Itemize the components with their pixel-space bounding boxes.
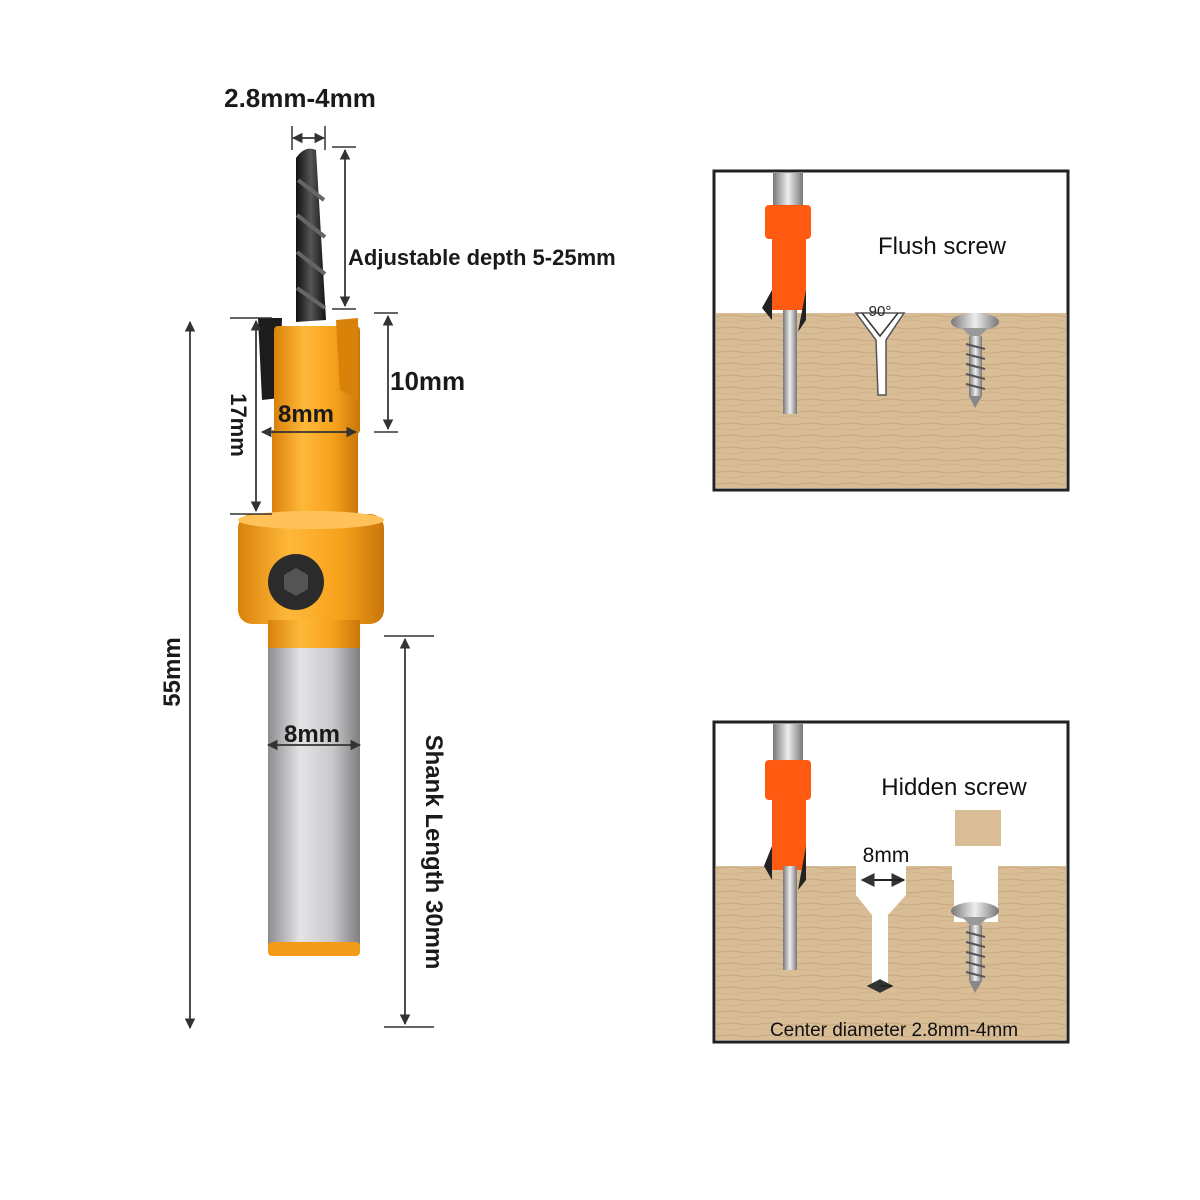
adjustable-depth-label: Adjustable depth 5-25mm [348,245,616,270]
screw-icon [951,313,999,408]
shank-length-label: Shank Length 30mm [420,735,447,970]
screw-icon [951,902,999,993]
hole-width-label: 8mm [863,844,910,867]
wood-plug [955,810,1001,846]
cutter-height-label: 10mm [390,366,465,396]
drill-icon [764,724,811,970]
collar-base [268,620,360,650]
flush-screw-panel: 90° Flush screw [712,169,1070,492]
twist-drill [295,148,327,322]
shank-diameter-label: 8mm [284,721,340,748]
stop-collar [238,511,384,624]
countersink-bit [238,148,384,956]
hidden-screw-title: Hidden screw [881,774,1027,801]
angle-label: 90° [869,303,892,320]
cutter-diameter-label: 8mm [278,401,334,428]
tip-diameter-label: 2.8mm-4mm [224,83,376,113]
flush-screw-title: Flush screw [878,233,1007,260]
cutter-head [258,318,360,434]
countersink-hole [854,312,906,396]
wood-block [716,313,1066,488]
collar-to-tip-label: 17mm [226,393,251,457]
wood-block [855,866,1066,1040]
drill-icon [762,173,811,414]
dimension-lines [184,126,434,1030]
overall-length-label: 55mm [159,637,186,706]
shank [268,648,360,956]
dimension-labels: 2.8mm-4mm Adjustable depth 5-25mm 10mm 8… [159,83,616,969]
center-diameter-label: Center diameter 2.8mm-4mm [770,1020,1018,1041]
hidden-screw-panel: 8mm Hidden screw Center diameter 2.8mm-4… [712,720,1070,1044]
cutter-neck [272,430,358,522]
